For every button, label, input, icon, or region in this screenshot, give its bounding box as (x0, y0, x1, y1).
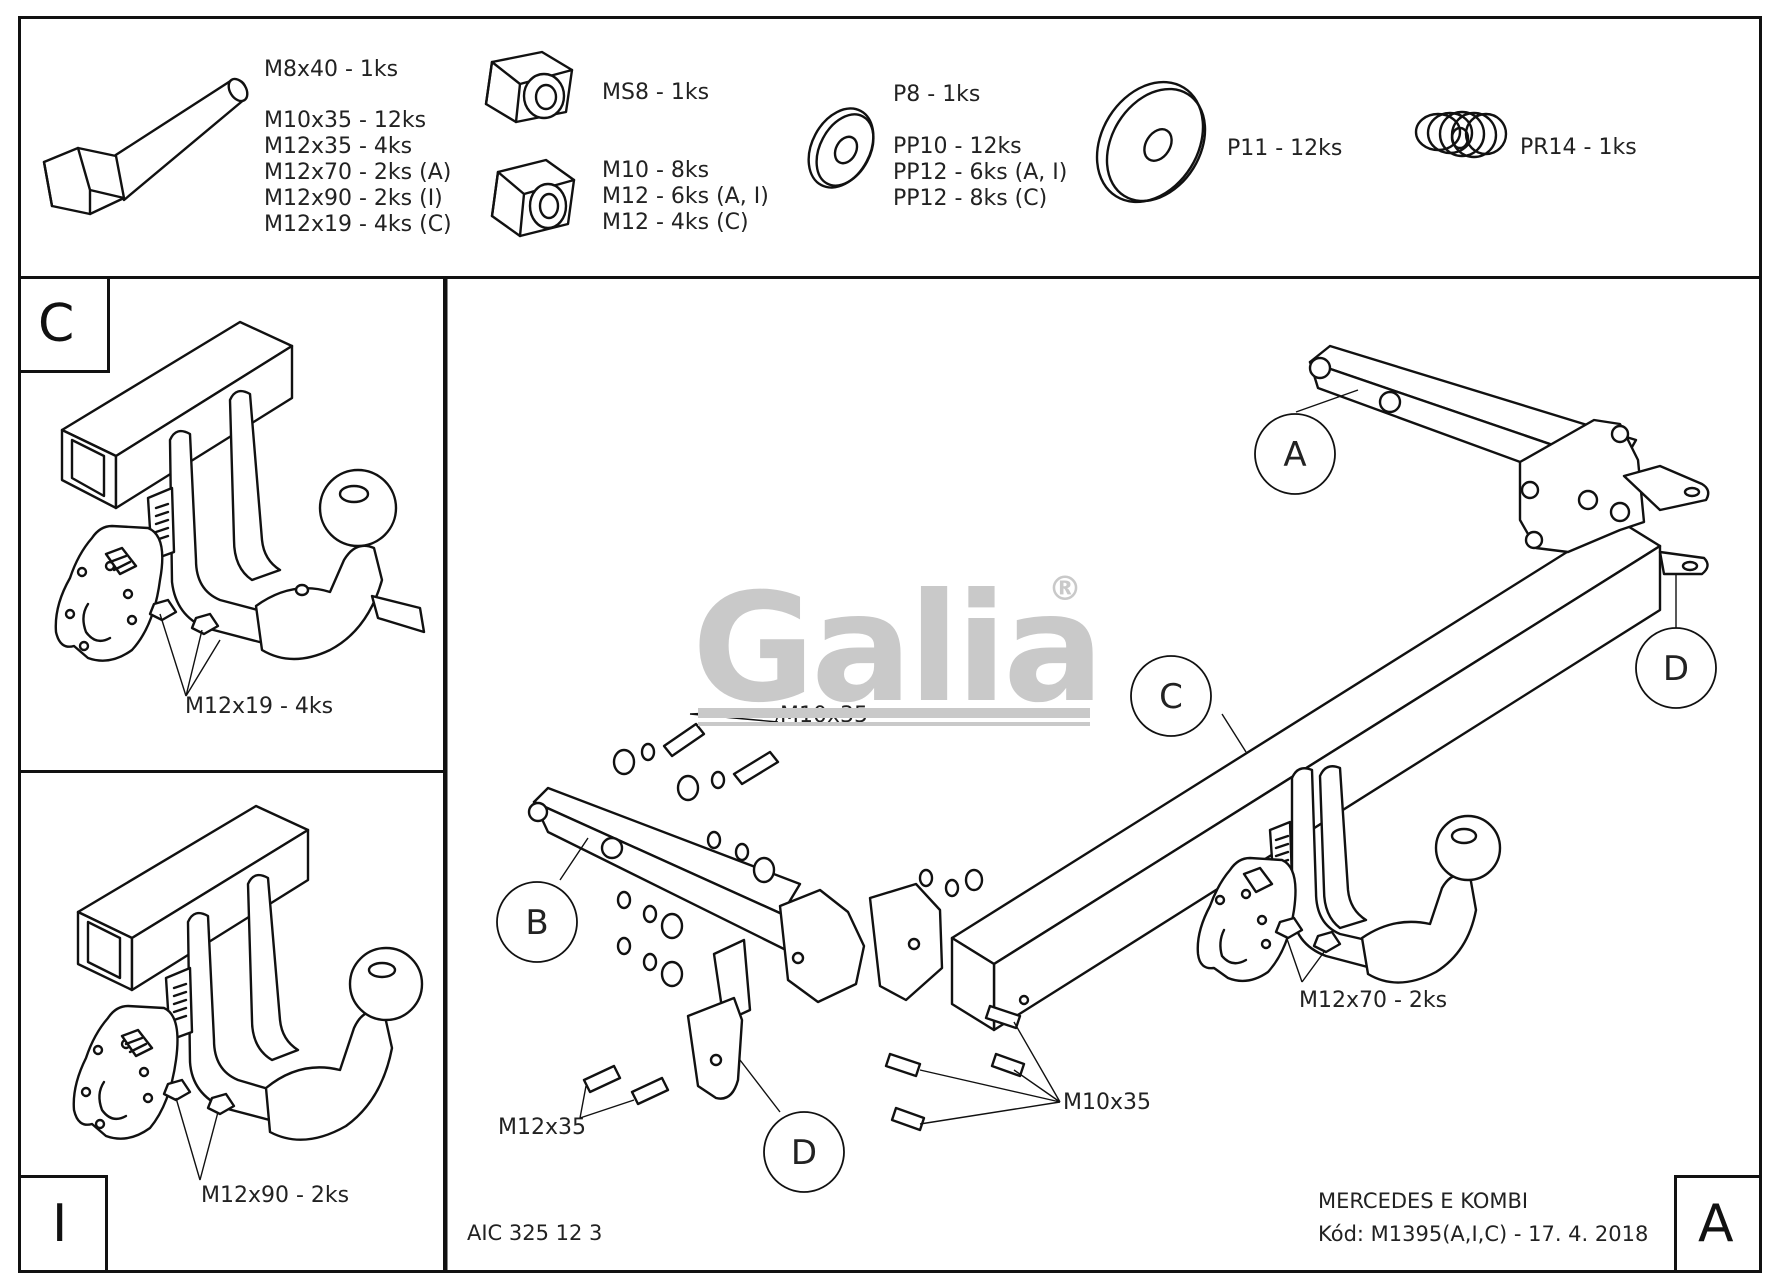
bolt-label-3: M12x35 - 4ks (264, 134, 413, 159)
variant-a-bolt-label: M12x70 - 2ks (1299, 988, 1448, 1013)
large-washer-icon (1095, 80, 1207, 204)
callout-d-right: D (1635, 627, 1717, 709)
document-code: AIC 325 12 3 (467, 1221, 603, 1245)
nut-icon (490, 158, 576, 238)
m10x35-label-bottom: M10x35 (1063, 1090, 1151, 1115)
svg-text:D: D (791, 1133, 817, 1173)
svg-text:D: D (1663, 649, 1689, 689)
bolt-label-5: M12x90 - 2ks (I) (264, 186, 443, 211)
svg-text:Galia: Galia (692, 562, 1100, 736)
spring-label: PR14 - 1ks (1520, 135, 1637, 160)
variant-i-letter: I (52, 1194, 68, 1254)
washer-small-label-4: PP12 - 8ks (C) (893, 186, 1048, 211)
bolt-label-4: M12x70 - 2ks (A) (264, 160, 452, 185)
variant-i-letter-box (18, 1175, 108, 1273)
variant-a-letter: A (1698, 1194, 1734, 1254)
self-lock-nut-icon (484, 50, 574, 124)
nut-label-3: M12 - 4ks (C) (602, 210, 749, 235)
variant-c-letter: C (38, 294, 75, 354)
nut-label-1: M10 - 8ks (602, 158, 710, 183)
washer-small-label-1: P8 - 1ks (893, 82, 981, 107)
svg-text:B: B (525, 903, 548, 943)
callout-a: A (1254, 413, 1336, 495)
variant-i-bolt-label: M12x90 - 2ks (201, 1183, 350, 1208)
self-lock-nut-label: MS8 - 1ks (602, 80, 710, 105)
bolt-label-2: M10x35 - 12ks (264, 108, 427, 133)
vehicle-name: MERCEDES E KOMBI (1318, 1189, 1529, 1213)
spring-icon (1414, 110, 1508, 159)
variant-a-letter-box (1674, 1175, 1762, 1273)
main-assembly (527, 344, 1710, 1132)
variant-c-drawing (54, 320, 426, 697)
svg-text:C: C (1159, 677, 1183, 717)
callout-c: C (1130, 655, 1212, 737)
galia-logo: Galia ® (692, 562, 1104, 736)
small-washer-icon (807, 107, 875, 189)
parts-panel (18, 16, 1762, 279)
washer-small-label-3: PP12 - 6ks (A, I) (893, 160, 1068, 185)
nut-label-2: M12 - 6ks (A, I) (602, 184, 769, 209)
bolt-label-1: M8x40 - 1ks (264, 57, 399, 82)
variant-i-drawing (72, 804, 424, 1181)
washer-large-label: P11 - 12ks (1227, 136, 1343, 161)
variant-c-bolt-label: M12x19 - 4ks (185, 694, 334, 719)
svg-text:A: A (1283, 435, 1306, 475)
variant-c-letter-box (18, 276, 110, 373)
m12x35-label: M12x35 (498, 1115, 586, 1140)
bolt-icon (42, 77, 249, 216)
callout-d-bottom: D (763, 1111, 845, 1193)
bolt-label-6: M12x19 - 4ks (C) (264, 212, 452, 237)
washer-small-label-2: PP10 - 12ks (893, 134, 1022, 159)
callout-b: B (496, 881, 578, 963)
product-code-date: Kód: M1395(A,I,C) - 17. 4. 2018 (1318, 1222, 1649, 1246)
svg-text:®: ® (1048, 569, 1082, 609)
